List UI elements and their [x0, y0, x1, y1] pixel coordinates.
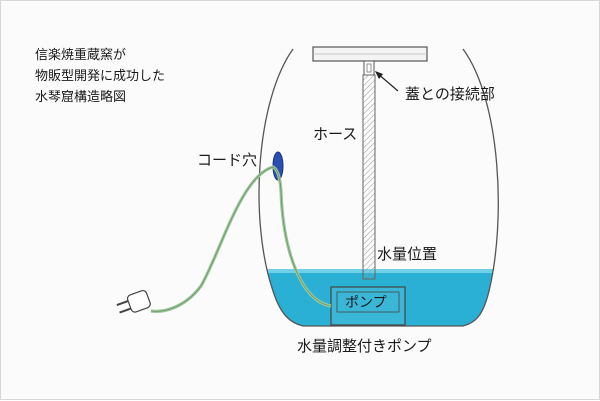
label-cord-hole: コード穴: [197, 151, 258, 169]
caption-line-1: 信楽焼重蔵窯が: [35, 48, 127, 63]
caption-line-2: 物販型開発に成功した: [35, 69, 166, 84]
label-hose: ホース: [313, 125, 358, 143]
label-lid-joint: 蓋との接続部: [405, 85, 495, 103]
lid-joint: [363, 60, 375, 76]
caption-line-3: 水琴窟構造略図: [35, 90, 127, 105]
jar-outline: [258, 48, 499, 327]
arrow-lid-joint: [375, 71, 399, 92]
label-adjustable-pump: 水量調整付きポンプ: [297, 337, 432, 355]
label-water-level: 水量位置: [377, 245, 438, 263]
label-pump: ポンプ: [345, 295, 387, 311]
hose: [362, 74, 376, 280]
caption: 信楽焼重蔵窯が 物販型開発に成功した 水琴窟構造略図: [35, 45, 165, 108]
power-plug: [116, 289, 151, 314]
